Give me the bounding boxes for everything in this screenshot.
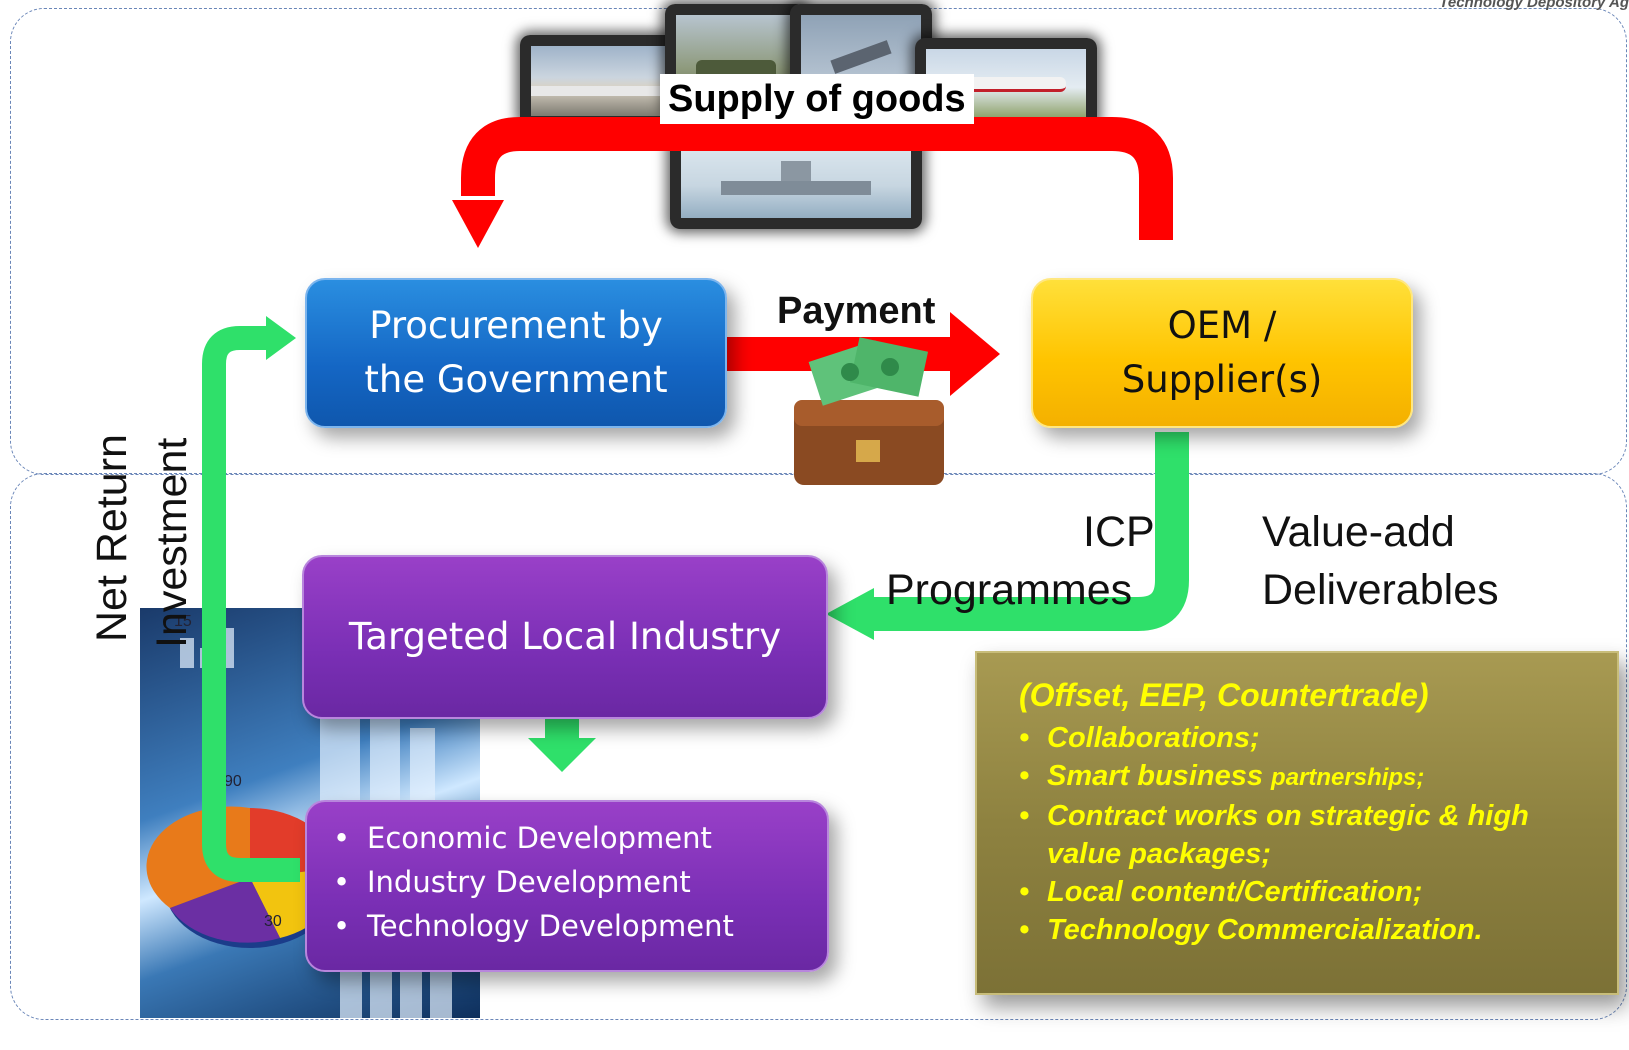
deliverables-box: (Offset, EEP, Countertrade) Collaboratio…	[975, 651, 1619, 995]
deliverables-item: Smart business partnerships;	[1019, 757, 1607, 797]
icp-label-line1: ICP	[1083, 508, 1155, 556]
deliverables-item: Technology Commercialization.	[1019, 911, 1607, 949]
oem-box: OEM / Supplier(s)	[1031, 278, 1413, 428]
development-box: Economic Development Industry Developmen…	[305, 800, 829, 972]
chart-tick-30: 30	[264, 913, 282, 930]
oem-line2: Supplier(s)	[1121, 358, 1323, 401]
icp-arrow	[866, 432, 1189, 631]
chart-tick-15: 15	[174, 613, 192, 630]
supply-arrow	[461, 117, 1173, 240]
local-industry-box: Targeted Local Industry	[302, 555, 828, 719]
deliverables-item: Collaborations;	[1019, 719, 1607, 757]
supply-arrowhead	[452, 200, 504, 248]
development-arrowhead	[528, 738, 596, 772]
local-industry-label: Targeted Local Industry	[348, 615, 782, 658]
net-return-label: Net Return	[88, 434, 136, 642]
header-text: Technology Depository Ag	[1439, 0, 1629, 11]
icp-label-line2: Programmes	[886, 566, 1133, 614]
procurement-line2: the Government	[364, 358, 668, 401]
development-item: Economic Development	[333, 816, 734, 860]
deliverables-item: Local content/Certification;	[1019, 873, 1607, 911]
payment-arrowhead	[950, 312, 1000, 396]
procurement-line1: Procurement by	[369, 304, 663, 347]
deliverables-list: Collaborations; Smart business partnersh…	[1019, 719, 1607, 949]
investment-label: Investment	[148, 437, 196, 648]
payment-label: Payment	[777, 290, 936, 332]
value-add-line1: Value-add	[1262, 508, 1455, 556]
briefcase-money-icon	[784, 330, 954, 490]
procurement-box: Procurement by the Government	[305, 278, 727, 428]
icp-arrowhead	[826, 588, 874, 640]
development-list: Economic Development Industry Developmen…	[333, 816, 734, 948]
net-return-arrow	[202, 326, 300, 882]
chart-tick-90: 90	[224, 773, 242, 790]
oem-line1: OEM /	[1167, 304, 1277, 347]
development-item: Technology Development	[333, 904, 734, 948]
development-item: Industry Development	[333, 860, 734, 904]
value-add-line2: Deliverables	[1262, 566, 1499, 614]
deliverables-item: Contract works on strategic & high value…	[1019, 797, 1607, 873]
supply-label: Supply of goods	[660, 74, 974, 124]
net-return-arrowhead	[266, 316, 296, 360]
deliverables-heading: (Offset, EEP, Countertrade)	[1019, 677, 1429, 713]
